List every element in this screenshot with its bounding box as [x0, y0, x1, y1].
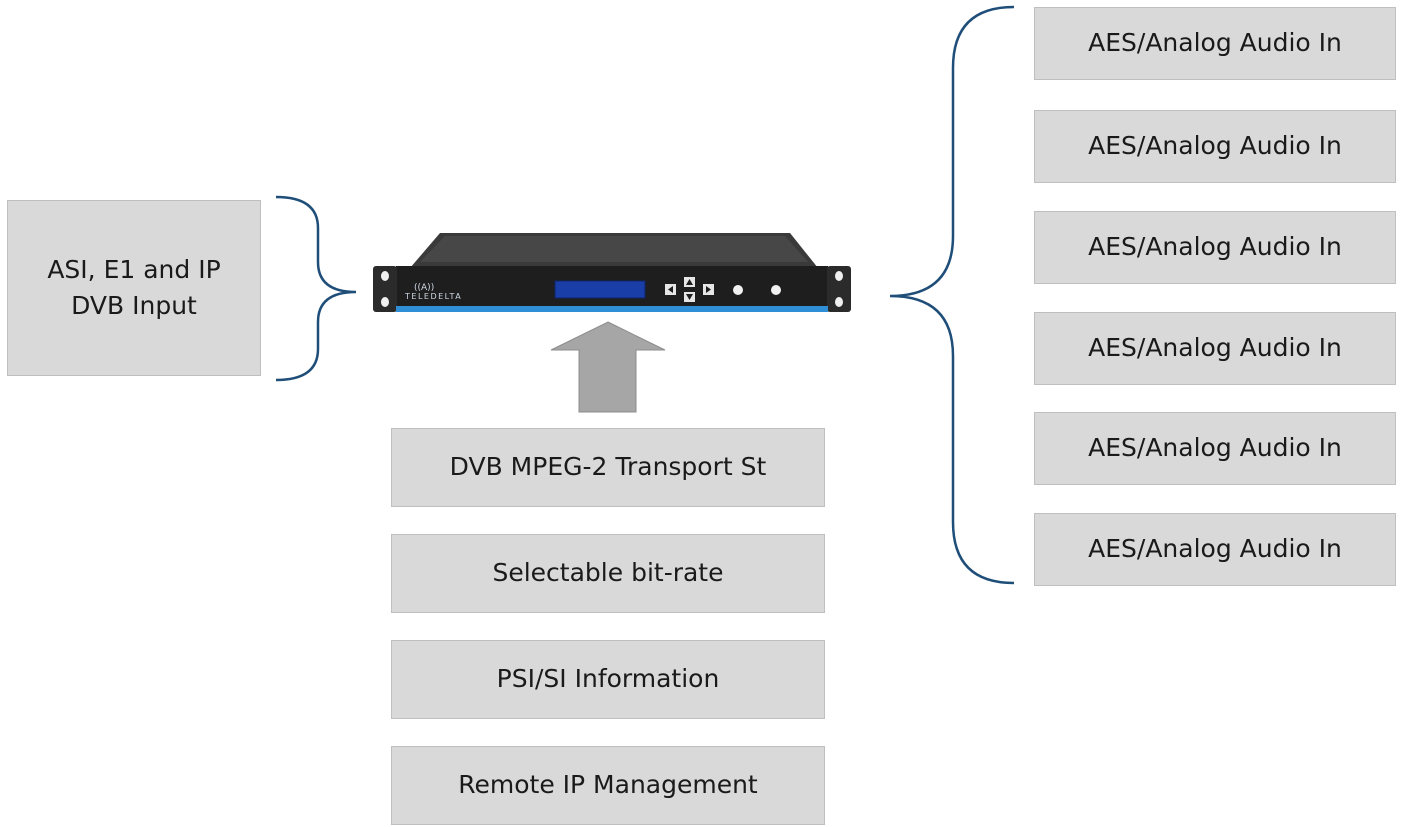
- device-blue-stripe: [396, 306, 828, 312]
- led-icon: [771, 285, 781, 295]
- feature-box-bitrate: Selectable bit-rate: [391, 534, 825, 613]
- right-brace: [889, 5, 1015, 585]
- input-box-line1: ASI, E1 and IP: [47, 254, 221, 284]
- input-box-line2: DVB Input: [71, 291, 197, 320]
- audio-input-box: AES/Analog Audio In: [1034, 7, 1396, 80]
- audio-input-box: AES/Analog Audio In: [1034, 513, 1396, 586]
- input-box: ASI, E1 and IP DVB Input: [7, 200, 261, 376]
- audio-input-box: AES/Analog Audio In: [1034, 110, 1396, 183]
- feature-box-transport-stream: DVB MPEG-2 Transport St: [391, 428, 825, 507]
- rack-ear-right: [827, 266, 851, 312]
- rack-ear-left: [373, 266, 397, 312]
- lcd-display: [554, 280, 646, 299]
- led-icon: [733, 285, 743, 295]
- feature-box-remote-management: Remote IP Management: [391, 746, 825, 825]
- audio-input-box: AES/Analog Audio In: [1034, 211, 1396, 284]
- up-arrow: [550, 321, 666, 413]
- signal-icon: ((A)): [414, 283, 434, 293]
- audio-input-box: AES/Analog Audio In: [1034, 412, 1396, 485]
- audio-input-box: AES/Analog Audio In: [1034, 312, 1396, 385]
- feature-box-psi-si: PSI/SI Information: [391, 640, 825, 719]
- left-brace: [275, 195, 357, 382]
- device-brand: TELEDELTA: [405, 292, 463, 301]
